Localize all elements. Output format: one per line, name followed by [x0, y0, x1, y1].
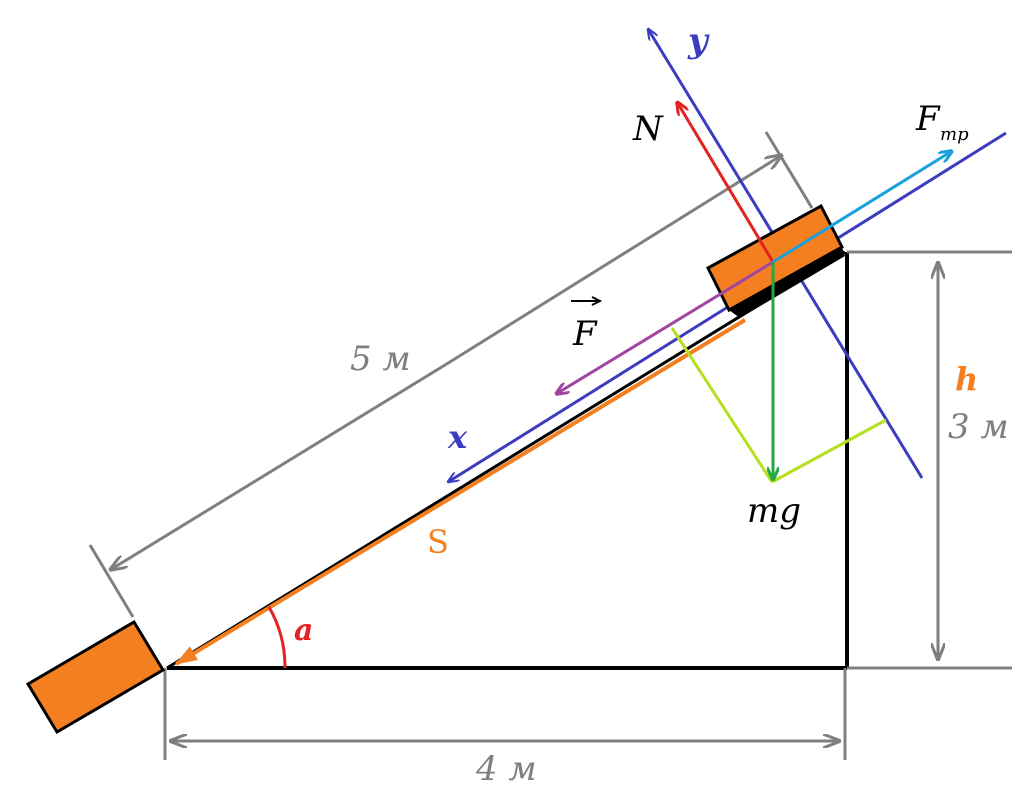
angle-arc — [267, 606, 287, 669]
applied-force-label: F — [571, 296, 603, 354]
hypotenuse-dimension-arrow-down — [110, 363, 446, 570]
friction-force-label: F тр — [915, 99, 969, 145]
base-label: 4 м — [475, 749, 537, 789]
dimension-lines — [88, 131, 1012, 760]
gravity-projection-lines — [670, 327, 887, 484]
displacement-arrow — [174, 318, 747, 666]
block-top — [706, 203, 845, 318]
x-axis-label: x — [447, 418, 468, 456]
applied-force-letter: F — [572, 314, 598, 354]
friction-force-letter: F — [915, 99, 941, 139]
friction-force-subscript: тр — [940, 124, 969, 145]
vector-overline-head — [591, 296, 603, 306]
hypotenuse-dimension-arrow-up — [444, 155, 782, 367]
height-value-label: 3 м — [948, 407, 1009, 447]
hypotenuse-label: 5 м — [350, 339, 411, 379]
block-bottom — [25, 619, 166, 735]
y-axis-label: y — [687, 21, 710, 61]
gravity-label: mg — [747, 491, 801, 531]
normal-force-vector — [677, 102, 775, 263]
height-letter-label: h — [955, 360, 978, 398]
angle-label: a — [294, 613, 313, 648]
applied-force-vector — [556, 260, 774, 394]
normal-force-label: N — [632, 109, 664, 149]
friction-force-vector — [772, 151, 952, 264]
displacement-label: S — [427, 523, 449, 561]
incline-triangle — [166, 250, 849, 670]
